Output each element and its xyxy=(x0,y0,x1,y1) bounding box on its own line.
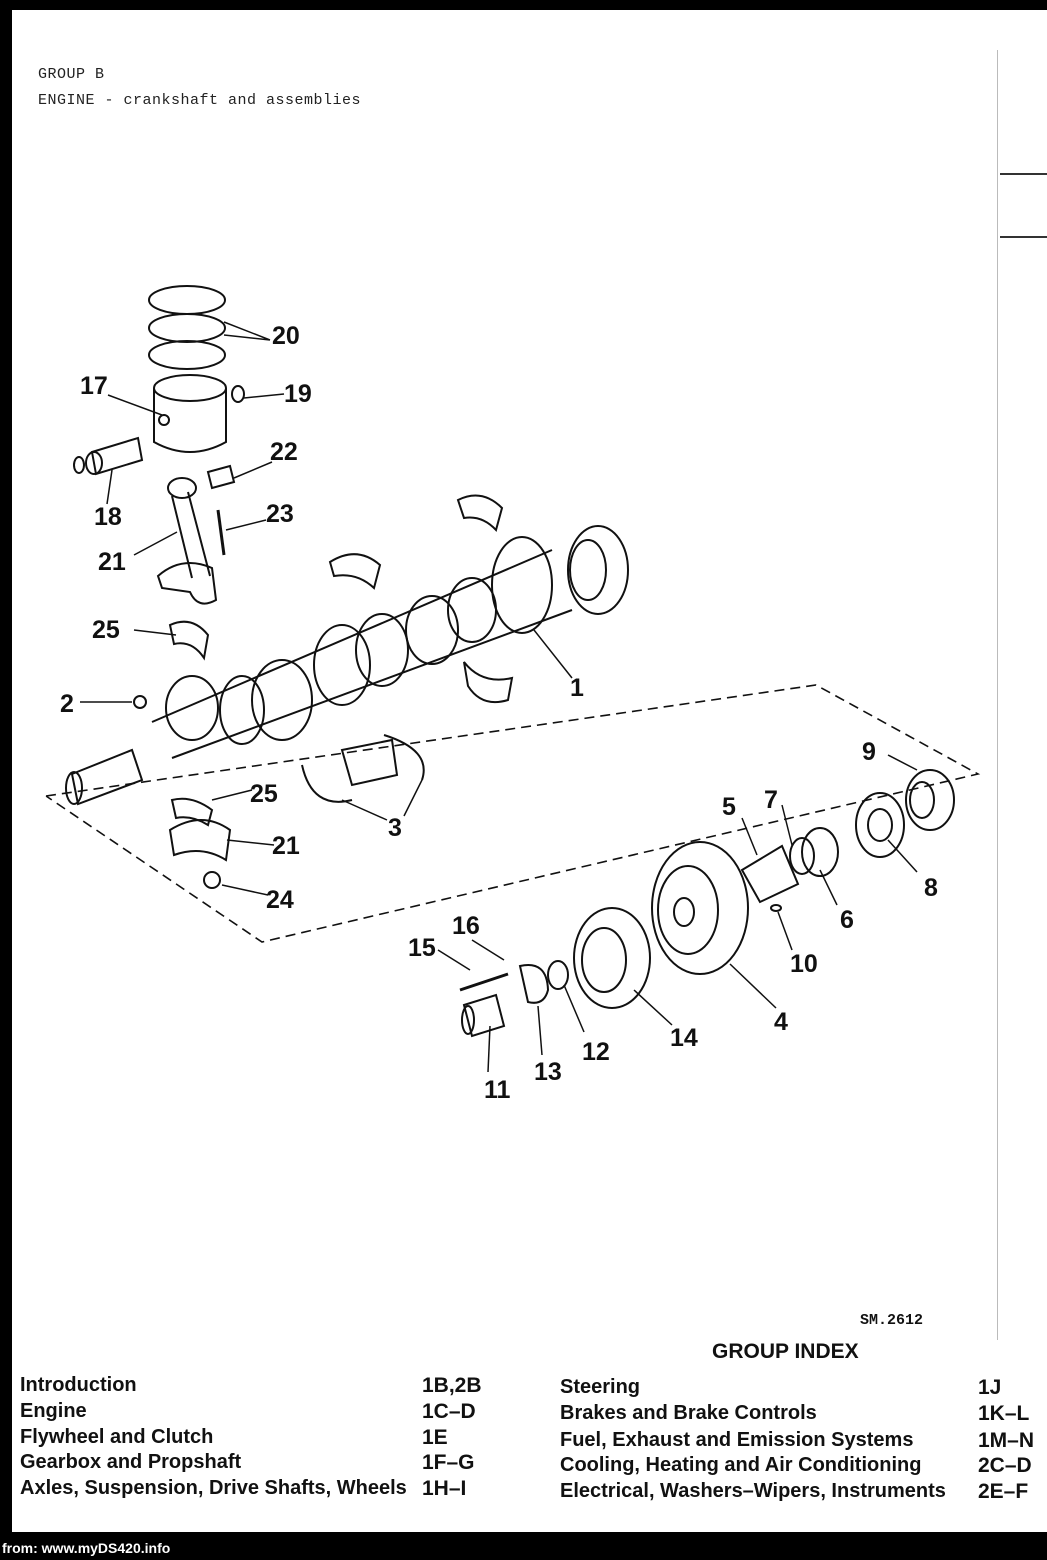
bearing-shell xyxy=(168,620,210,661)
callout-2: 2 xyxy=(60,690,74,718)
callout-21b: 21 xyxy=(272,832,300,860)
thrust-washer xyxy=(301,764,353,803)
callout-20: 20 xyxy=(272,322,300,350)
conrod-bolt xyxy=(216,509,226,556)
callout-5: 5 xyxy=(722,793,736,821)
spacer xyxy=(789,837,815,875)
index-page-flywheel[interactable]: 1E xyxy=(422,1426,448,1449)
callout-4: 4 xyxy=(774,1008,788,1036)
index-page-steering[interactable]: 1J xyxy=(978,1376,1002,1399)
adjacent-page-edge xyxy=(997,50,1047,1340)
callout-22: 22 xyxy=(270,438,298,466)
callout-9: 9 xyxy=(862,738,876,766)
assembly-outline xyxy=(45,684,981,943)
bolt xyxy=(459,972,509,992)
source-footer: from: www.myDS420.info xyxy=(2,1540,171,1556)
callout-6: 6 xyxy=(840,906,854,934)
divider-line xyxy=(1000,173,1047,175)
gudgeon-pin xyxy=(73,436,144,476)
index-page-cooling[interactable]: 2C–D xyxy=(978,1454,1032,1477)
index-page-axles[interactable]: 1H–I xyxy=(422,1477,467,1500)
callout-24: 24 xyxy=(266,886,294,914)
callout-16: 16 xyxy=(452,912,480,940)
page-subtitle: ENGINE - crankshaft and assemblies xyxy=(38,92,362,109)
divider-line xyxy=(1000,236,1047,238)
timing-gear xyxy=(855,792,905,858)
starter-dog xyxy=(461,993,506,1038)
circlip xyxy=(231,385,245,403)
index-item-flywheel[interactable]: Flywheel and Clutch xyxy=(20,1426,214,1448)
small-end-bush xyxy=(206,464,236,490)
callout-13: 13 xyxy=(534,1058,562,1086)
index-page-brakes[interactable]: 1K–L xyxy=(978,1402,1030,1425)
callout-11: 11 xyxy=(484,1076,511,1104)
index-item-fuel[interactable]: Fuel, Exhaust and Emission Systems xyxy=(560,1429,914,1451)
index-page-fuel[interactable]: 1M–N xyxy=(978,1429,1035,1452)
callout-18: 18 xyxy=(94,503,122,531)
callout-17: 17 xyxy=(80,372,108,400)
index-page-introduction[interactable]: 1B,2B xyxy=(422,1374,482,1397)
bearing-shell xyxy=(328,553,382,590)
bearing-shell xyxy=(170,797,214,827)
index-item-gearbox[interactable]: Gearbox and Propshaft xyxy=(20,1451,242,1473)
damper xyxy=(651,841,749,975)
callout-14: 14 xyxy=(670,1024,698,1052)
index-item-brakes[interactable]: Brakes and Brake Controls xyxy=(560,1402,817,1424)
bearing-shell xyxy=(340,738,399,787)
callout-12: 12 xyxy=(582,1038,610,1066)
lock-plate xyxy=(518,964,550,1004)
callout-21: 21 xyxy=(98,548,126,576)
sprocket xyxy=(905,769,955,831)
manual-page: GROUP B ENGINE - crankshaft and assembli… xyxy=(12,10,1047,1532)
sm-reference: SM.2612 xyxy=(860,1312,924,1329)
index-item-steering[interactable]: Steering xyxy=(560,1376,641,1398)
index-item-electrical[interactable]: Electrical, Washers–Wipers, Instruments xyxy=(560,1480,946,1502)
connecting-rod xyxy=(156,477,218,605)
callout-25: 25 xyxy=(92,616,120,644)
exploded-diagram: 20 17 19 22 18 23 21 25 2 1 9 25 7 5 3 2… xyxy=(45,285,981,1104)
index-item-introduction[interactable]: Introduction xyxy=(20,1374,137,1396)
group-label: GROUP B xyxy=(38,66,105,83)
callout-25b: 25 xyxy=(250,780,278,808)
callout-19: 19 xyxy=(284,380,312,408)
index-page-electrical[interactable]: 2E–F xyxy=(978,1480,1029,1503)
callout-3: 3 xyxy=(388,814,402,842)
distance-piece xyxy=(801,827,839,877)
callout-23: 23 xyxy=(266,500,294,528)
conrod-cap xyxy=(168,819,232,862)
callout-8: 8 xyxy=(924,874,938,902)
index-item-engine[interactable]: Engine xyxy=(20,1400,87,1422)
piston xyxy=(153,374,227,453)
index-item-axles[interactable]: Axles, Suspension, Drive Shafts, Wheels xyxy=(20,1477,407,1499)
plug xyxy=(133,695,147,709)
group-index-title: GROUP INDEX xyxy=(712,1340,859,1363)
thrust-washer xyxy=(383,734,425,781)
key xyxy=(770,904,782,912)
crankshaft xyxy=(65,525,629,806)
washer xyxy=(547,960,569,990)
callout-15: 15 xyxy=(408,934,436,962)
callout-10: 10 xyxy=(790,950,818,978)
pulley xyxy=(573,907,651,1009)
index-page-gearbox[interactable]: 1F–G xyxy=(422,1451,475,1474)
leader-lines xyxy=(80,321,918,1073)
bearing-shell xyxy=(463,661,514,704)
callout-1: 1 xyxy=(570,674,584,702)
index-item-cooling[interactable]: Cooling, Heating and Air Conditioning xyxy=(560,1454,922,1476)
nut xyxy=(203,871,221,889)
bearing-shell xyxy=(456,494,504,532)
split-cone xyxy=(740,844,800,904)
piston-rings xyxy=(148,285,226,370)
index-page-engine[interactable]: 1C–D xyxy=(422,1400,476,1423)
callout-7: 7 xyxy=(764,786,778,814)
